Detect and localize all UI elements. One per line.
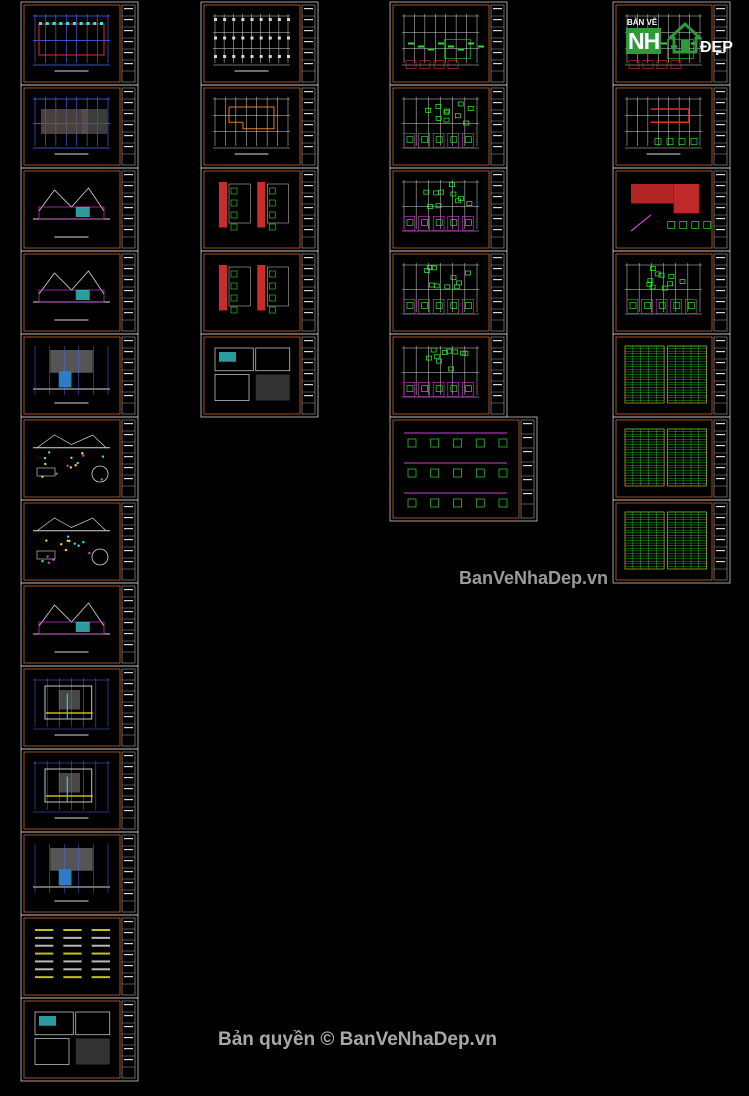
drawing-sheet-architecture-9[interactable] — [20, 665, 139, 750]
drawing-sheet-architecture-8[interactable] — [20, 582, 139, 667]
drawing-sheet-architecture-1[interactable] — [20, 1, 139, 86]
drawing-sheet-structure-b-6[interactable] — [389, 416, 538, 522]
drawing-sheet-structure-a-3[interactable] — [200, 167, 319, 252]
banvenhadep-logo: BẢN VẼ NH ĐẸP — [626, 18, 738, 64]
drawing-sheet-architecture-7[interactable] — [20, 499, 139, 584]
drawing-sheet-architecture-3[interactable] — [20, 167, 139, 252]
drawing-sheet-architecture-5[interactable] — [20, 333, 139, 418]
drawing-sheet-architecture-12[interactable] — [20, 914, 139, 999]
drawing-sheet-structure-b-5[interactable] — [389, 333, 508, 418]
logo-nh-text: NH — [626, 28, 662, 54]
drawing-sheet-structure-b-4[interactable] — [389, 250, 508, 335]
logo-dep-text: ĐẸP — [700, 39, 733, 56]
drawing-sheet-structure-c-6[interactable] — [612, 416, 731, 501]
drawing-sheet-structure-c-2[interactable] — [612, 84, 731, 169]
drawing-sheet-architecture-6[interactable] — [20, 416, 139, 501]
drawing-sheet-structure-a-5[interactable] — [200, 333, 319, 418]
drawing-sheet-structure-b-3[interactable] — [389, 167, 508, 252]
drawing-sheet-architecture-13[interactable] — [20, 997, 139, 1082]
drawing-sheet-architecture-11[interactable] — [20, 831, 139, 916]
drawing-sheet-structure-a-4[interactable] — [200, 250, 319, 335]
drawing-sheet-architecture-4[interactable] — [20, 250, 139, 335]
drawing-sheet-structure-c-7[interactable] — [612, 499, 731, 584]
drawing-sheet-structure-a-1[interactable] — [200, 1, 319, 86]
house-logo-icon — [668, 21, 702, 54]
drawing-sheet-architecture-2[interactable] — [20, 84, 139, 169]
drawing-sheet-architecture-10[interactable] — [20, 748, 139, 833]
watermark-copyright: Bản quyền © BanVeNhaDep.vn — [218, 1029, 498, 1050]
drawing-sheet-structure-b-1[interactable] — [389, 1, 508, 86]
drawing-sheet-structure-c-5[interactable] — [612, 333, 731, 418]
drawing-sheet-structure-b-2[interactable] — [389, 84, 508, 169]
drawing-sheet-structure-c-3[interactable] — [612, 167, 731, 252]
watermark-mid: BanVeNhaDep.vn — [459, 568, 609, 588]
drawing-sheet-structure-c-4[interactable] — [612, 250, 731, 335]
drawing-sheet-structure-a-2[interactable] — [200, 84, 319, 169]
logo-top-text: BẢN VẼ — [627, 18, 658, 27]
